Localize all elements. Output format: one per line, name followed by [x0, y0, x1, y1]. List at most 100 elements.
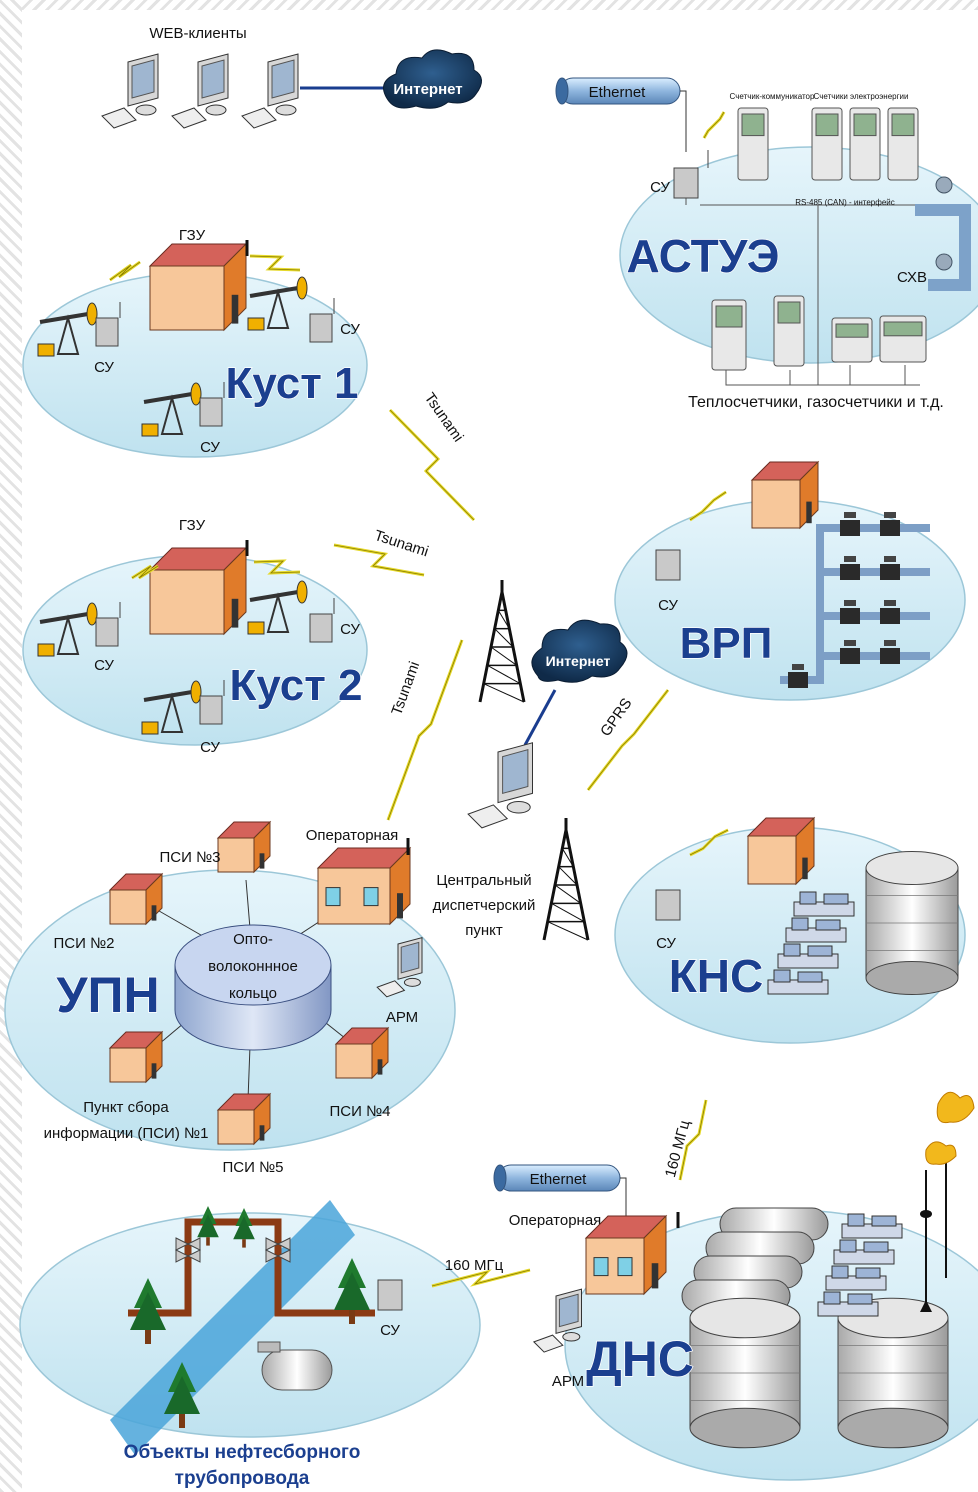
vrp-manifold [780, 512, 930, 688]
su-label-pipeline: СУ [380, 1322, 400, 1339]
tsunami-label-1: Tsunami [421, 390, 467, 446]
valve-icon [840, 556, 860, 580]
kust2-equipment [37, 540, 335, 735]
pipeline-title-1: Объекты нефтесборного [124, 1442, 361, 1463]
computer-icon [241, 53, 299, 129]
pump-icon [841, 1213, 903, 1239]
building-icon [584, 1212, 680, 1296]
lightning-icon [586, 689, 670, 791]
pump-jack-icon [247, 580, 308, 635]
tree-icon [164, 1362, 200, 1428]
pumps-group [767, 891, 855, 995]
control-cabinet-icon [95, 602, 121, 647]
pump-jack-icon [37, 602, 98, 657]
ethernet-pipe-dns: Ethernet [493, 1164, 627, 1222]
building-icon [108, 1030, 164, 1084]
building-icon [334, 1026, 390, 1080]
su-label-astue: СУ [650, 179, 670, 196]
meter-icon [711, 299, 747, 371]
control-cabinet-icon [309, 298, 335, 343]
shv-label: СХВ [897, 269, 927, 286]
tanks-group [681, 1207, 949, 1449]
meter-icon [879, 315, 927, 363]
control-cabinet-icon [673, 150, 709, 199]
lightning-group [109, 111, 729, 1288]
computer-icon [532, 1288, 582, 1353]
computer-icon [101, 53, 159, 129]
fiber-ring-1: Опто- [233, 931, 273, 948]
internet-link-center [523, 689, 557, 746]
meter-icon [811, 107, 843, 181]
valve-icon [788, 664, 808, 688]
control-cabinet-icon [199, 680, 225, 725]
lightning-icon [333, 543, 425, 577]
pumps-group [817, 1213, 903, 1317]
building-icon [148, 546, 248, 636]
lightning-icon [388, 408, 476, 522]
upn-buildings [108, 820, 412, 1146]
lightning-icon [249, 254, 301, 272]
computer-icon [532, 1288, 582, 1353]
computer-icon [376, 936, 423, 998]
control-cabinet-icon [95, 302, 121, 347]
su-label-k2b: СУ [340, 621, 360, 638]
building-icon [108, 872, 164, 926]
tank-icon [257, 1341, 333, 1391]
valve-icon [880, 640, 900, 664]
kust1-title: Куст 1 [226, 359, 359, 408]
flare-icon [920, 1091, 975, 1312]
antenna-tower-icon [478, 580, 526, 703]
ethernet-pipe-top: Ethernet [555, 77, 687, 152]
su-label-k2c: СУ [200, 739, 220, 756]
su-label-k2a: СУ [94, 657, 114, 674]
valve-icon [840, 640, 860, 664]
building-icon [750, 460, 820, 530]
control-cabinet-icon [309, 598, 335, 643]
building-icon [148, 242, 248, 332]
valve-icon [880, 600, 900, 624]
pump-icon [777, 943, 839, 969]
control-cabinet-icon [377, 1279, 403, 1311]
ethernet-label-top: Ethernet [589, 84, 647, 101]
tank-icon [865, 850, 959, 996]
internet-label-center: Интернет [546, 653, 611, 669]
pump-jack-icon [141, 382, 202, 437]
antenna-tower-icon [542, 818, 590, 941]
control-cabinet-icon [655, 889, 681, 921]
psi1-label-2: информации (ПСИ) №1 [44, 1125, 209, 1142]
vrp-title: ВРП [680, 619, 773, 668]
computer-icon [376, 936, 423, 998]
valve-icon [264, 1237, 292, 1263]
psi1-label-1: Пункт сбора [83, 1099, 169, 1116]
gzu-label-1: ГЗУ [179, 227, 206, 244]
pump-jack-icon [141, 680, 202, 735]
pump-icon [793, 891, 855, 917]
valve-icon [174, 1237, 202, 1263]
decorative-border-top [0, 0, 978, 10]
dns-title: ДНС [586, 1331, 694, 1387]
meter-icon [831, 317, 873, 363]
lightning-icon [431, 1268, 531, 1288]
building-icon [316, 846, 412, 926]
heat-meters-group [711, 295, 927, 371]
valve-icon [880, 512, 900, 536]
kust2-title: Куст 2 [230, 661, 363, 710]
su-label-kns: СУ [656, 935, 676, 952]
computer-icon [467, 742, 533, 829]
bus-lines [685, 198, 920, 386]
meter-icon [773, 295, 805, 367]
trees-group [130, 1206, 370, 1428]
tree-icon [233, 1208, 255, 1248]
building-icon [584, 1214, 668, 1296]
decorative-border-left [0, 0, 22, 1492]
su-label-k1b: СУ [340, 321, 360, 338]
web-clients-label: WEB-клиенты [149, 25, 246, 42]
tsunami-label-3: Tsunami [388, 659, 423, 717]
lightning-icon [131, 564, 159, 580]
lightning-icon [689, 828, 729, 857]
pump-jack-icon [37, 302, 98, 357]
pipeline [128, 1218, 375, 1317]
building-icon [750, 460, 820, 530]
cloud-icon: Интернет [531, 619, 628, 683]
su-label-k1a: СУ [94, 359, 114, 376]
